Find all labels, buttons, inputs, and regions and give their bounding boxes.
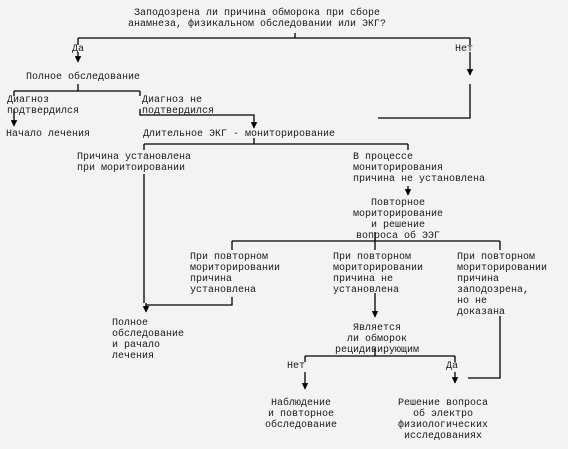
answer-yes-recurrent: Да: [446, 361, 459, 372]
full-exam-and-treatment: Полное обследование и рачало лечения: [112, 318, 185, 362]
answer-yes: Да: [72, 44, 85, 55]
question-suspected-cause: Заподозрена ли причина обморока при сбор…: [128, 8, 387, 30]
full-examination: Полное обследование: [26, 72, 141, 83]
electrophysiology-decision: Решение вопроса об электро физиологическ…: [398, 398, 489, 442]
recurrent-syncope-question: Является ли обморок рецидивирующим: [335, 323, 420, 356]
repeat-cause-established: При повторном мориторировании причина ус…: [190, 252, 281, 296]
observation-repeat-exam: Наблюдение и повторное обследование: [265, 398, 338, 431]
repeat-cause-not-established: При повторном мориторировании причина не…: [333, 252, 424, 296]
cause-established: Причина установлена при моритоировании: [77, 152, 192, 174]
diagnosis-confirmed: Диагноз подтвердился: [7, 95, 80, 117]
answer-no: Нет: [455, 44, 474, 55]
treatment-start: Начало лечения: [6, 129, 91, 140]
diagnosis-not-confirmed: Диагноз не подтвердился: [142, 95, 215, 117]
answer-no-recurrent: Нет: [287, 361, 306, 372]
repeat-cause-suspected: При повторном мориторировании причина за…: [457, 252, 548, 318]
cause-not-established: В процессе мониторирования причина не ус…: [353, 152, 486, 185]
long-ecg-monitoring: Длительное ЭКГ - мониторирование: [143, 129, 336, 140]
repeat-monitoring-eeg: Повторное мориторирование и решение вопр…: [353, 198, 444, 242]
